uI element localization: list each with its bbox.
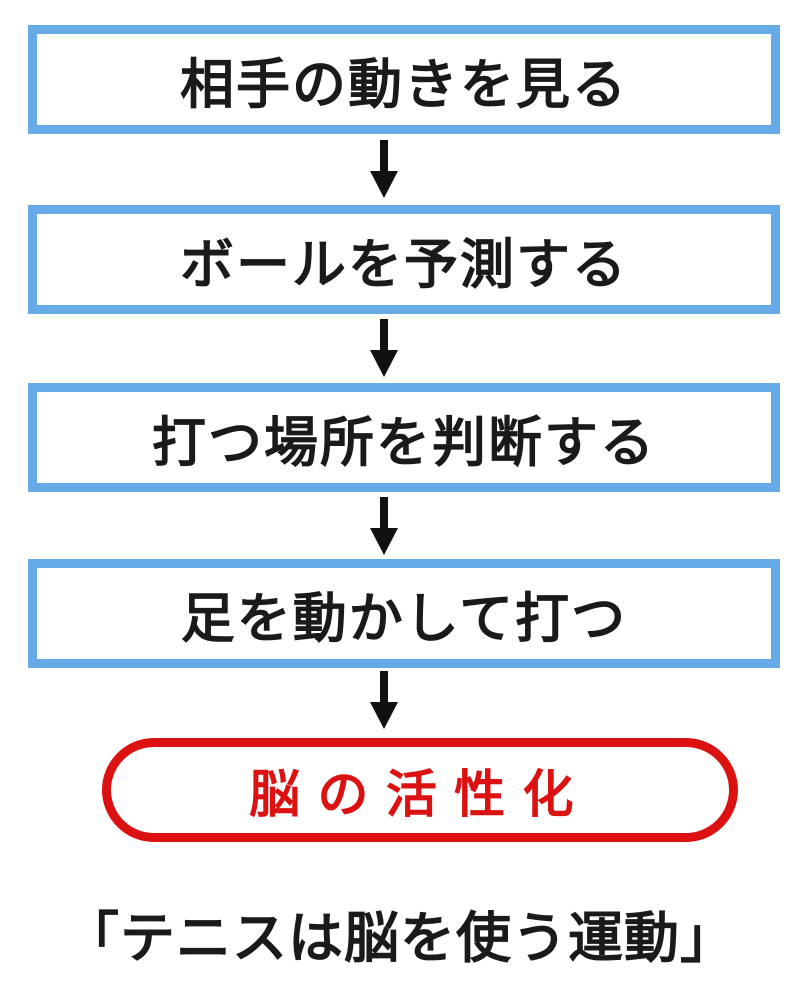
down-arrow-4 bbox=[369, 671, 399, 729]
flow-step-label: 打つ場所を判断する bbox=[152, 411, 656, 474]
arrow-down-icon bbox=[370, 671, 398, 729]
caption-text: 「テニスは脳を使う運動」 bbox=[63, 906, 736, 970]
down-arrow-2 bbox=[369, 319, 399, 377]
flow-step-predict-ball: ボールを予測する bbox=[28, 205, 780, 314]
down-arrow-1 bbox=[369, 140, 399, 198]
flow-step-judge-place: 打つ場所を判断する bbox=[28, 383, 780, 492]
arrow-down-icon bbox=[370, 497, 398, 555]
result-label: 脳の活性化 bbox=[249, 766, 591, 825]
flow-step-label: 足を動かして打つ bbox=[180, 587, 628, 650]
arrow-down-icon bbox=[370, 140, 398, 198]
flow-step-move-feet-hit: 足を動かして打つ bbox=[28, 559, 780, 668]
flow-step-watch-opponent: 相手の動きを見る bbox=[28, 25, 780, 134]
result-box-brain-activation: 脳の活性化 bbox=[102, 738, 738, 842]
flow-step-label: 相手の動きを見る bbox=[180, 53, 628, 116]
flow-step-label: ボールを予測する bbox=[180, 233, 628, 296]
arrow-down-icon bbox=[370, 319, 398, 377]
down-arrow-3 bbox=[369, 497, 399, 555]
